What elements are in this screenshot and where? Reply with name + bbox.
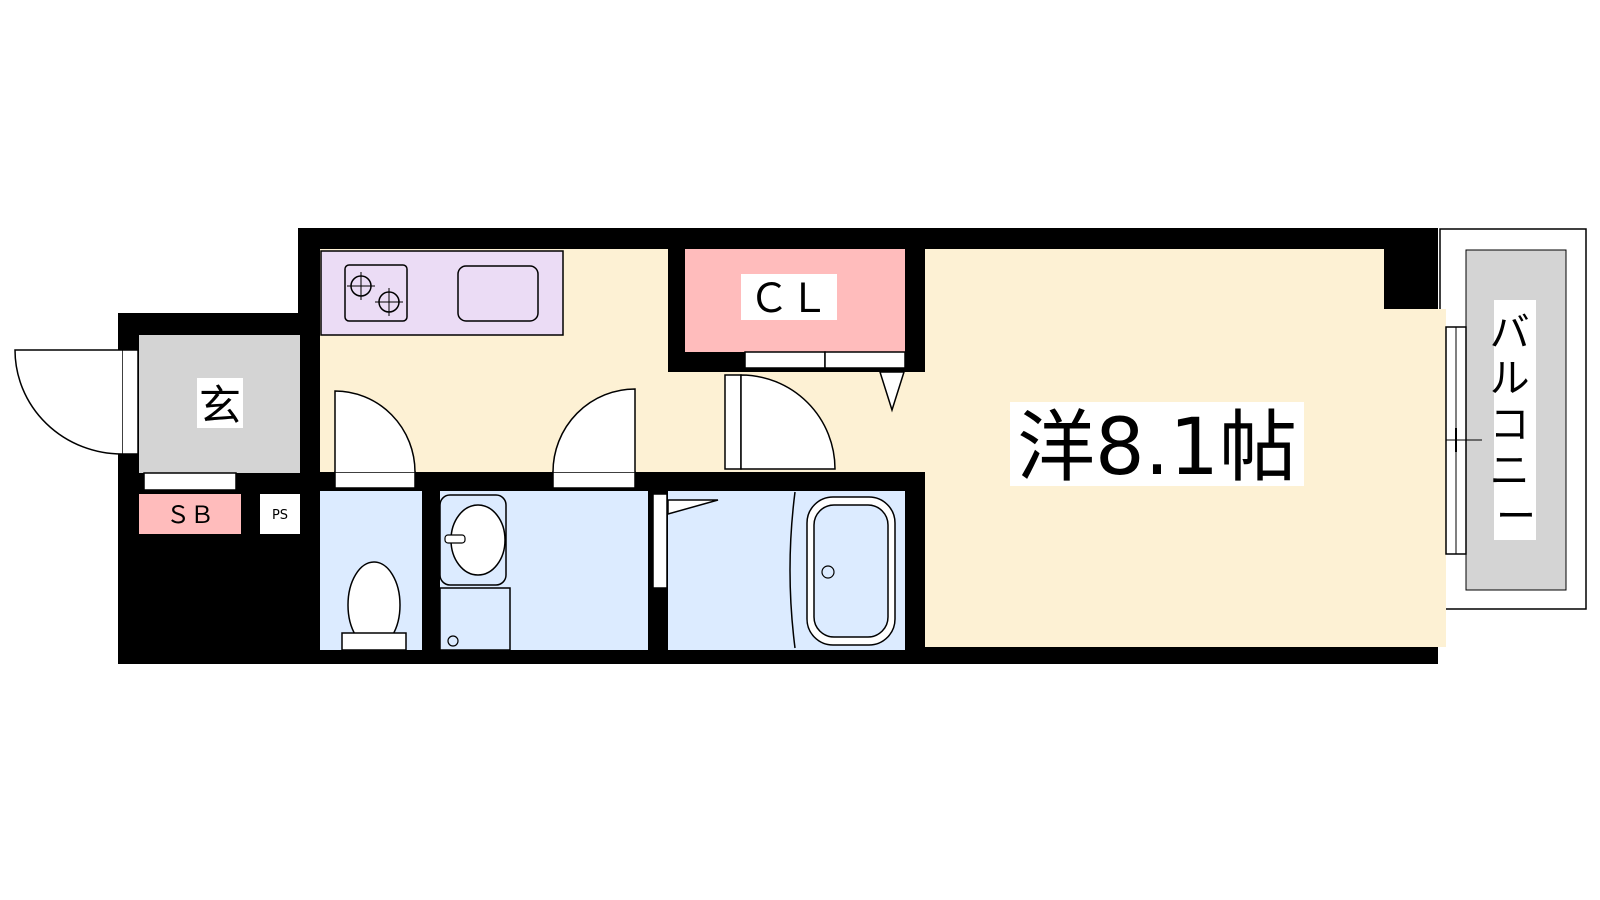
closet: ＣＬ — [685, 249, 905, 352]
room-door[interactable] — [724, 374, 836, 470]
washroom — [439, 491, 648, 651]
balcony: バ ル コ ニ ー — [1439, 228, 1587, 610]
washbasin-icon — [439, 494, 507, 586]
bathroom — [668, 491, 905, 650]
pipe-space-label: PS — [272, 508, 288, 523]
closet-doors[interactable] — [744, 351, 906, 413]
entrance: 玄 — [139, 335, 300, 473]
entrance-label: 玄 — [199, 381, 241, 430]
western-room: 洋8.1帖 — [925, 249, 1446, 647]
toilet-room — [320, 491, 422, 651]
western-room-label: 洋8.1帖 — [1017, 403, 1297, 493]
bathroom-door[interactable] — [652, 493, 719, 589]
washing-machine-space — [439, 587, 511, 651]
sink-icon — [457, 265, 539, 322]
front-door[interactable] — [14, 349, 139, 455]
toilet-door[interactable] — [334, 390, 416, 489]
pipe-space: PS — [260, 494, 300, 534]
shoe-box-label: ＳＢ — [166, 501, 214, 529]
balcony-label-bg — [1494, 300, 1536, 540]
stove-icon — [344, 264, 408, 322]
shoe-box: ＳＢ — [139, 472, 241, 534]
washroom-door[interactable] — [552, 388, 636, 489]
kitchen-counter — [320, 250, 564, 336]
closet-label: ＣＬ — [749, 276, 829, 322]
balcony-label: バ ル コ ニ ー — [1490, 310, 1543, 540]
balcony-window[interactable] — [1445, 326, 1482, 555]
